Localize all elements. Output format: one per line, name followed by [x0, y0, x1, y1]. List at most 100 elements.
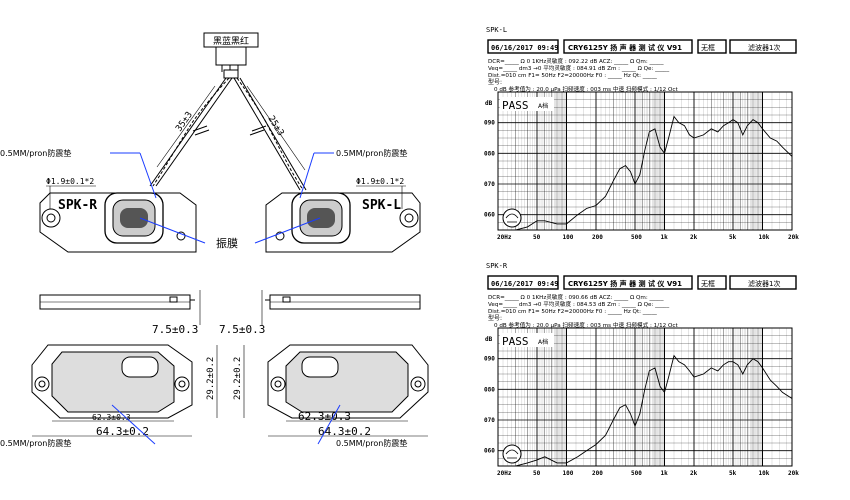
x-tick-label: 2k	[690, 470, 698, 477]
param-row-1: DCR=_____ Ω 0 1KHz灵敏度 : 092.22 dB ACZ: _…	[488, 57, 664, 65]
x-tick-label: 50	[533, 234, 541, 241]
thickness-dim-left: 7.5±0.3	[152, 323, 198, 336]
report-section-title: SPK-L	[486, 26, 507, 34]
report-date: 06/16/2017 09:49	[491, 44, 558, 52]
y-tick-label: 090	[484, 356, 495, 363]
test-report-spk-l: SPK-L 06/16/2017 09:49 CRY6125Y 扬 声 器 测 试 …	[484, 26, 799, 241]
x-tick-label: 500	[631, 234, 642, 241]
pass-stamp: PASS	[502, 99, 529, 112]
connector-body	[215, 46, 247, 66]
reference-line: 0 dB 参考值为 : 20.0 μPa 扫频速度 : 003 ms 中速 扫频…	[494, 85, 678, 93]
pass-stamp-bg	[500, 97, 554, 111]
plot-grid	[497, 91, 793, 231]
x-tick-label: 100	[562, 470, 573, 477]
y-unit: dB	[485, 336, 493, 343]
foam-note-top-left: 0.5MM/pron防震垫	[0, 148, 71, 158]
model-label: 型号:	[488, 314, 502, 322]
cable-left	[149, 77, 233, 187]
frequency-response-line	[498, 115, 793, 231]
x-tick-label: 2k	[690, 234, 698, 241]
speaker-drawing: 黑蓝黑红 35±3 25±3 SPK-R	[0, 32, 429, 448]
param-row-1: DCR=_____ Ω 0 1KHz灵敏度 : 090.66 dB ACZ: _…	[488, 293, 664, 301]
instrument-box	[563, 39, 693, 54]
param-row-3: Dist.=010 cm F1= 50Hz F2=20000Hz F0 : __…	[488, 73, 657, 79]
y-tick-label: 070	[484, 417, 495, 424]
instrument-box	[563, 275, 693, 290]
report-date: 06/16/2017 09:49	[491, 280, 558, 288]
y-tick-label: 080	[484, 150, 495, 157]
foam-note-bottom-right: 0.5MM/pron防震垫	[336, 438, 407, 448]
pass-grade: A档	[538, 338, 548, 346]
y-unit: dB	[485, 100, 493, 107]
tester-logo-icon	[502, 208, 522, 228]
speaker-bottom-view-left	[31, 344, 193, 419]
y-tick-label: 080	[484, 386, 495, 393]
x-tick-label: 10k	[758, 470, 769, 477]
frame-box	[697, 275, 727, 290]
x-tick-label: 100	[562, 234, 573, 241]
diaphragm-label: 振膜	[216, 236, 238, 250]
speaker-left-top-view: SPK-R	[39, 192, 197, 253]
date-box	[487, 275, 559, 290]
hole-note-left: Φ1.9±0.1*2	[46, 177, 94, 186]
x-tick-label: 200	[592, 470, 603, 477]
filter-box	[729, 275, 797, 290]
param-row-3: Dist.=010 cm F1= 50Hz F2=20000Hz F0 : __…	[488, 309, 657, 315]
y-tick-label: 090	[484, 120, 495, 127]
height-dim-left: 29.2±0.2	[206, 357, 216, 400]
x-tick-label: 5k	[729, 470, 737, 477]
outer-width-dim-right: 64.3±0.2	[318, 425, 371, 438]
frame-label: 无框	[701, 279, 715, 288]
filter-label: 滤波器1次	[748, 279, 780, 288]
plot-grid	[497, 327, 793, 467]
tester-logo-mark	[505, 213, 519, 223]
x-tick-label: 20k	[788, 470, 799, 477]
cable-right	[233, 77, 307, 191]
report-section-title: SPK-R	[486, 262, 508, 270]
speaker-side-view-right	[265, 294, 421, 310]
connector-label: 黑蓝黑红	[213, 35, 249, 47]
test-report-spk-r: SPK-R 06/16/2017 09:49 CRY6125Y 扬 声 器 测 试 …	[484, 262, 799, 477]
inner-width-dim-left: 62.3±0.3	[92, 413, 131, 422]
x-tick-label: 10k	[758, 234, 769, 241]
reference-line: 0 dB 参考值为 : 20.0 μPa 扫频速度 : 003 ms 中速 扫频…	[494, 321, 678, 329]
connector-clip	[223, 69, 239, 79]
instrument-name: CRY6125Y 扬 声 器 测 试 仪 V91	[568, 279, 682, 288]
x-tick-label: 50	[533, 470, 541, 477]
speaker-left-label: SPK-R	[58, 198, 97, 213]
filter-label: 滤波器1次	[748, 43, 780, 52]
param-row-2: Veq=_____ dm3 →0 平均灵敏度 : 084.53 dB Zm : …	[488, 300, 669, 308]
hole-note-right: Φ1.9±0.1*2	[356, 177, 404, 186]
instrument-name: CRY6125Y 扬 声 器 测 试 仪 V91	[568, 43, 682, 52]
height-dim-right: 29.2±0.2	[233, 357, 243, 400]
pass-stamp-bg	[500, 333, 554, 347]
speaker-right-top-view: SPK-L	[265, 192, 421, 253]
tester-logo-mark	[505, 449, 519, 459]
frame-label: 无框	[701, 43, 715, 52]
speaker-side-view-left	[39, 294, 195, 310]
x-tick-label: 200	[592, 234, 603, 241]
x-tick-label: 20Hz	[497, 470, 512, 477]
speaker-right-label: SPK-L	[362, 198, 401, 213]
x-tick-label: 1k	[660, 470, 668, 477]
filter-box	[729, 39, 797, 54]
outer-width-dim-left: 64.3±0.2	[96, 425, 149, 438]
tester-logo-icon	[502, 444, 522, 464]
date-box	[487, 39, 559, 54]
pass-stamp: PASS	[502, 335, 529, 348]
speaker-bottom-view-right	[267, 344, 429, 419]
foam-note-bottom-left: 0.5MM/pron防震垫	[0, 438, 71, 448]
foam-note-top-right: 0.5MM/pron防震垫	[336, 148, 407, 158]
frequency-response-line	[498, 354, 793, 467]
y-tick-label: 060	[484, 212, 495, 219]
param-row-2: Veq=_____ dm3 →0 平均灵敏度 : 084.91 dB Zm : …	[488, 64, 669, 72]
x-tick-label: 5k	[729, 234, 737, 241]
model-label: 型号:	[488, 78, 502, 86]
x-tick-label: 20k	[788, 234, 799, 241]
pass-grade: A档	[538, 102, 548, 110]
frame-box	[697, 39, 727, 54]
inner-width-dim-right: 62.3±0.3	[298, 410, 351, 423]
thickness-dim-right: 7.5±0.3	[219, 323, 265, 336]
y-tick-label: 060	[484, 448, 495, 455]
